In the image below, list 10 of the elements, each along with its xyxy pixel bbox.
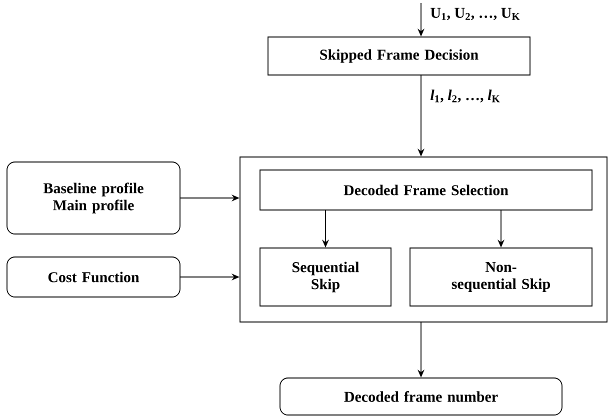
input-box: Baseline profile Main profile — [6, 162, 180, 234]
process-box: Skipped Frame Decision — [268, 36, 530, 76]
process-box: Decoded Frame Selection — [260, 170, 592, 210]
edge-label: U$_{1}$, U$_{2}$, …, U$_{K}$ — [430, 8, 520, 20]
container-box — [240, 156, 608, 322]
edge-label: l$_{1}$, l$_{2}$, …, l$_{K}$ — [430, 90, 500, 102]
output-box: Decoded frame number — [280, 378, 562, 416]
process-box: Non-sequential Skip — [410, 248, 592, 306]
input-box: Cost Function — [6, 256, 180, 298]
process-box: Sequential Skip — [260, 248, 392, 306]
